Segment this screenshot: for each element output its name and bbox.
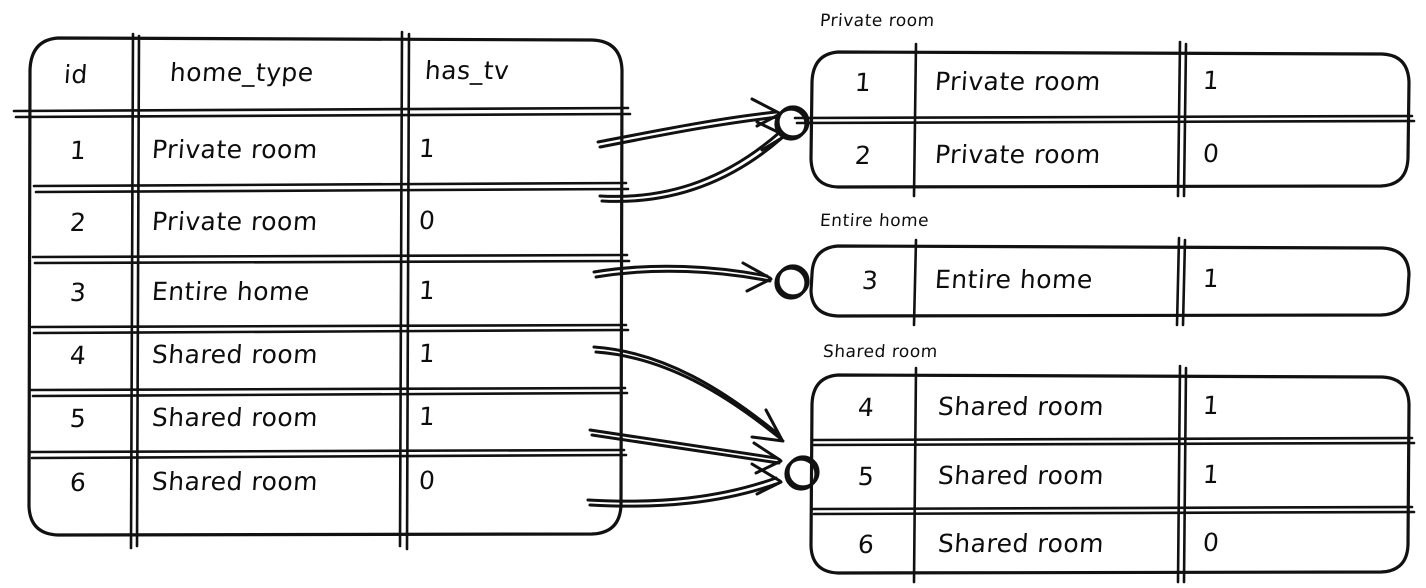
connector-endpoint-markers (774, 105, 820, 491)
group-cell-id: 6 (856, 530, 876, 559)
group-label-entire-home: Entire home (819, 211, 930, 231)
group-table-entire-home-box (809, 244, 1411, 318)
source-table-column-dividers (129, 30, 411, 551)
group-cell-id: 3 (860, 266, 880, 295)
source-cell-id: 5 (68, 404, 88, 433)
source-cell-has-tv: 1 (417, 402, 437, 431)
source-cell-has-tv: 1 (417, 134, 437, 163)
endpoint-circle-shared-room (784, 455, 820, 491)
source-cell-id: 3 (68, 278, 88, 307)
group-cell-home-type: Entire home (933, 265, 1094, 294)
group-table-entire-home-dividers (912, 236, 1187, 327)
source-cell-has-tv: 0 (417, 206, 437, 235)
connector-arrows (586, 97, 787, 508)
group-table-shared-room-dividers (810, 364, 1416, 584)
source-cell-home-type: Shared room (150, 403, 320, 432)
group-cell-has-tv: 0 (1201, 139, 1221, 168)
source-cell-home-type: Private room (150, 135, 319, 164)
group-cell-home-type: Private room (933, 67, 1102, 96)
group-label-shared-room: Shared room (822, 342, 939, 362)
connector-row5-to-shared-room (588, 428, 783, 475)
group-table-private-room-box (809, 50, 1411, 189)
source-cell-home-type: Shared room (150, 340, 320, 369)
group-cell-id: 1 (853, 68, 873, 97)
group-cell-has-tv: 0 (1201, 528, 1221, 557)
group-cell-has-tv: 1 (1201, 460, 1221, 489)
group-cell-id: 4 (856, 393, 876, 422)
source-cell-id: 1 (68, 136, 88, 165)
endpoint-circle-private-room (774, 105, 810, 141)
group-table-private-room-dividers (793, 40, 1416, 198)
source-cell-has-tv: 1 (417, 276, 437, 305)
group-cell-home-type: Private room (933, 140, 1102, 169)
source-cell-id: 4 (68, 341, 88, 370)
group-label-private-room: Private room (819, 11, 936, 31)
group-cell-home-type: Shared room (936, 529, 1106, 558)
group-cell-has-tv: 1 (1201, 391, 1221, 420)
connector-row3-to-entire-home (592, 261, 773, 293)
source-cell-id: 6 (68, 468, 88, 497)
group-cell-has-tv: 1 (1201, 66, 1221, 95)
source-cell-home-type: Shared room (150, 467, 320, 496)
source-header-has-tv: has_tv (423, 56, 511, 85)
source-header-home-type: home_type (168, 58, 315, 87)
group-cell-has-tv: 1 (1201, 264, 1221, 293)
group-cell-home-type: Shared room (936, 461, 1106, 490)
endpoint-circle-entire-home (774, 264, 810, 300)
source-cell-has-tv: 0 (417, 466, 437, 495)
group-table-shared-room-box (809, 373, 1411, 575)
source-cell-has-tv: 1 (417, 339, 437, 368)
source-cell-home-type: Entire home (150, 277, 311, 306)
source-cell-home-type: Private room (150, 207, 319, 236)
source-table-row-dividers (12, 106, 632, 460)
source-table-box (27, 36, 624, 537)
connector-row1-to-private-room (596, 97, 782, 149)
source-cell-id: 2 (68, 208, 88, 237)
connector-row6-to-shared-room (586, 462, 783, 508)
source-header-id: id (62, 60, 89, 89)
connector-row2-to-private-room (598, 120, 787, 203)
group-cell-home-type: Shared room (936, 392, 1106, 421)
group-cell-id: 2 (853, 141, 873, 170)
group-cell-id: 5 (856, 462, 876, 491)
connector-row4-to-shared-room (592, 345, 785, 443)
